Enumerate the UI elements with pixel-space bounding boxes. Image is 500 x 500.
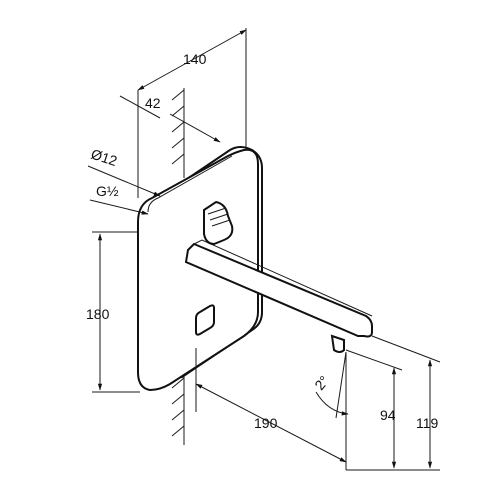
- dim-thread-label: G½: [96, 183, 119, 199]
- front-plate: [137, 148, 259, 392]
- dim-140: [137, 28, 247, 198]
- dim-angle-label: 2°: [311, 373, 332, 394]
- dim-pipe-diameter-label: Ø12: [89, 146, 119, 169]
- dim-94-label: 94: [380, 407, 396, 423]
- dim-pipe-diameter: [87, 165, 161, 197]
- dim-190: [195, 348, 347, 470]
- temperature-knob: [203, 200, 234, 246]
- front-plate-inner-edge: [147, 155, 233, 213]
- dim-190-label: 190: [254, 415, 278, 431]
- dim-180: [92, 231, 140, 393]
- dim-thread: [89, 199, 149, 215]
- dim-42: [119, 95, 221, 143]
- dim-42-label: 42: [145, 95, 161, 111]
- dim-180-label: 180: [86, 306, 110, 322]
- wall-hatching-top: [171, 88, 185, 178]
- dim-119: [371, 335, 441, 471]
- dim-140-label: 140: [183, 51, 207, 67]
- spout: [184, 239, 373, 353]
- dim-94: [345, 349, 403, 471]
- sensor-window: [195, 304, 215, 336]
- dim-angle: [315, 351, 349, 420]
- dim-119-label: 119: [416, 415, 439, 431]
